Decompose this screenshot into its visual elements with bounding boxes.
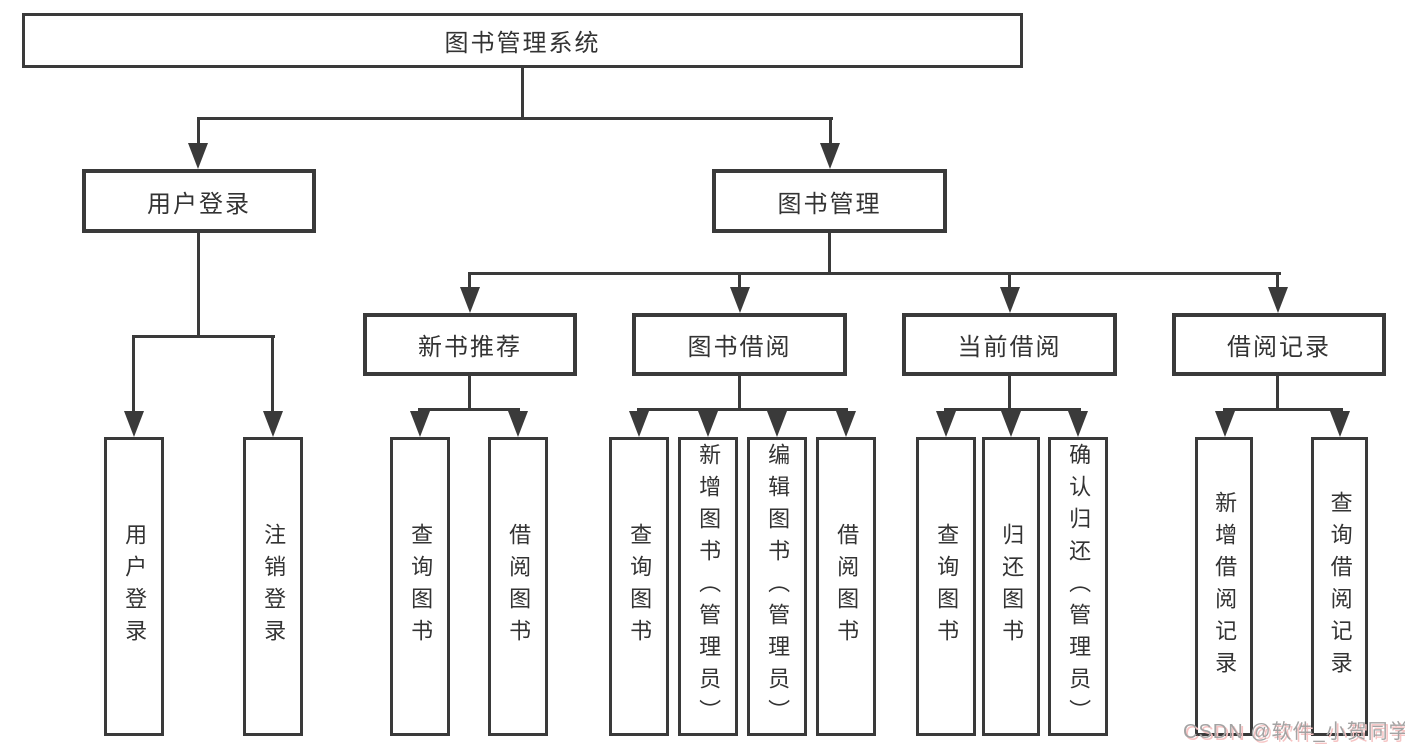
arrow-head bbox=[508, 411, 528, 437]
arrow-head bbox=[460, 287, 480, 313]
connector-line bbox=[132, 335, 135, 415]
leaf-return-book: 归还图书 bbox=[982, 437, 1040, 736]
watermark: CSDN @软件_小贺同学 bbox=[1183, 721, 1405, 743]
arrow-head bbox=[1001, 411, 1021, 437]
connector-line bbox=[828, 233, 831, 272]
arrow-head bbox=[1068, 411, 1088, 437]
connector-line bbox=[1008, 376, 1011, 408]
connector-line bbox=[197, 117, 833, 120]
leaf-label: 新增借阅记录 bbox=[1212, 490, 1238, 683]
connector-line bbox=[468, 272, 1281, 275]
connector-line bbox=[132, 335, 275, 338]
connector-line bbox=[197, 117, 200, 145]
leaf-add-borrow-record: 新增借阅记录 bbox=[1195, 437, 1253, 736]
node-borrow-records: 借阅记录 bbox=[1172, 313, 1386, 376]
leaf-query-books-current: 查询图书 bbox=[916, 437, 976, 736]
connector-line bbox=[829, 117, 832, 145]
node-book-management: 图书管理 bbox=[712, 169, 947, 233]
connector-line bbox=[1223, 408, 1343, 411]
arrow-head bbox=[1215, 411, 1235, 437]
connector-line bbox=[738, 272, 741, 290]
arrow-head bbox=[1268, 287, 1288, 313]
leaf-query-books-borrow: 查询图书 bbox=[609, 437, 669, 736]
leaf-query-books-recommend: 查询图书 bbox=[390, 437, 450, 736]
leaf-label: 借阅图书 bbox=[834, 522, 860, 651]
node-library-system: 图书管理系统 bbox=[22, 13, 1023, 68]
connector-line bbox=[418, 408, 520, 411]
leaf-label: 用户登录 bbox=[122, 522, 148, 651]
arrow-head bbox=[410, 411, 430, 437]
connector-line bbox=[637, 408, 848, 411]
leaf-edit-book-admin: 编辑图书（管理员） bbox=[747, 437, 807, 736]
connector-line bbox=[1276, 272, 1279, 290]
connector-line bbox=[271, 335, 274, 415]
arrow-head bbox=[767, 411, 787, 437]
leaf-label: 归还图书 bbox=[999, 522, 1025, 651]
leaf-label: 查询借阅记录 bbox=[1327, 490, 1353, 683]
arrow-head bbox=[698, 411, 718, 437]
connector-line bbox=[521, 68, 524, 117]
node-user-login: 用户登录 bbox=[82, 169, 316, 233]
leaf-logout: 注销登录 bbox=[243, 437, 303, 736]
leaf-label: 借阅图书 bbox=[506, 522, 532, 651]
connector-line bbox=[468, 272, 471, 290]
leaf-label: 编辑图书（管理员） bbox=[765, 442, 791, 731]
leaf-borrow-books-recommend: 借阅图书 bbox=[488, 437, 548, 736]
connector-line bbox=[944, 408, 1081, 411]
arrow-head bbox=[1000, 287, 1020, 313]
connector-line bbox=[738, 376, 741, 408]
arrow-head bbox=[263, 411, 283, 437]
node-book-borrow: 图书借阅 bbox=[632, 313, 847, 376]
leaf-add-book-admin: 新增图书（管理员） bbox=[678, 437, 738, 736]
arrow-head bbox=[730, 287, 750, 313]
node-new-book-recommend: 新书推荐 bbox=[363, 313, 577, 376]
leaf-query-borrow-record: 查询借阅记录 bbox=[1311, 437, 1368, 736]
leaf-confirm-return-admin: 确认归还（管理员） bbox=[1048, 437, 1108, 736]
connector-line bbox=[1276, 376, 1279, 408]
arrow-head bbox=[820, 143, 840, 169]
arrow-head bbox=[936, 411, 956, 437]
leaf-label: 查询图书 bbox=[408, 522, 434, 651]
arrow-head bbox=[124, 411, 144, 437]
leaf-label: 查询图书 bbox=[934, 522, 960, 651]
arrow-head bbox=[836, 411, 856, 437]
leaf-label: 确认归还（管理员） bbox=[1066, 442, 1092, 731]
leaf-borrow-books: 借阅图书 bbox=[816, 437, 876, 736]
leaf-label: 注销登录 bbox=[261, 522, 287, 651]
leaf-label: 新增图书（管理员） bbox=[696, 442, 722, 731]
arrow-head bbox=[629, 411, 649, 437]
leaf-user-login: 用户登录 bbox=[104, 437, 164, 736]
connector-line bbox=[1008, 272, 1011, 290]
connector-line bbox=[468, 376, 471, 408]
leaf-label: 查询图书 bbox=[627, 522, 653, 651]
arrow-head bbox=[188, 143, 208, 169]
node-current-borrow: 当前借阅 bbox=[902, 313, 1117, 376]
connector-line bbox=[197, 233, 200, 335]
arrow-head bbox=[1330, 411, 1350, 437]
